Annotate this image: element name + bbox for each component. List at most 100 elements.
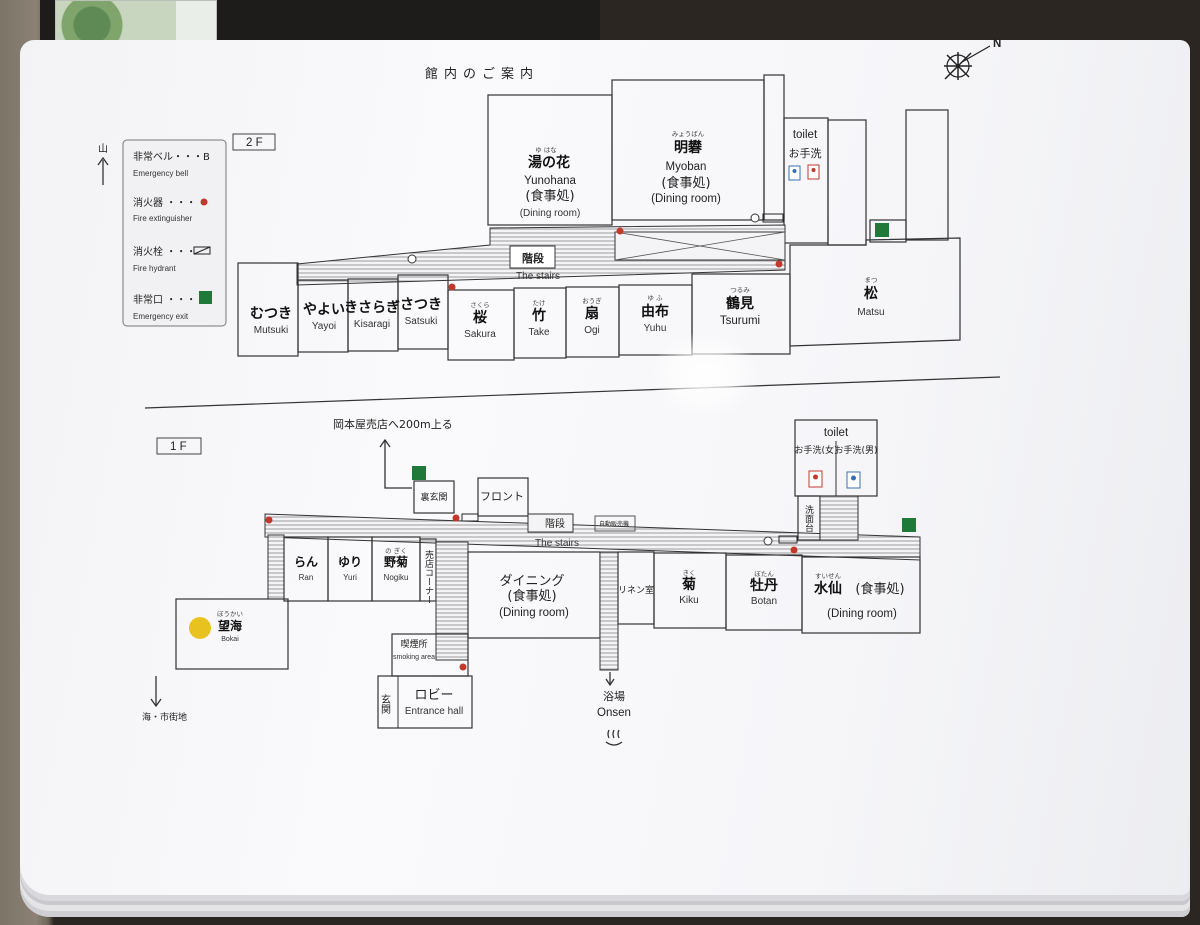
vending-area xyxy=(594,515,636,532)
nogiku-ruby: の ぎく xyxy=(385,546,407,555)
floor-1f-plan xyxy=(175,419,921,729)
sakura-ruby: さくら xyxy=(470,301,490,309)
toilet-1f-en: toilet xyxy=(824,427,849,439)
legend-bell-jp: 非常ベル・・・B xyxy=(133,150,210,163)
legend-extinguisher-en: Fire extinguisher xyxy=(133,214,192,223)
dining-jp: ダイニング xyxy=(499,574,564,589)
arrow-down-icon xyxy=(150,676,162,708)
arrow-down-icon xyxy=(605,672,615,687)
east-wing xyxy=(905,109,949,241)
mountain-label: 山 xyxy=(98,143,108,155)
sakura-jp: 桜 xyxy=(473,309,487,326)
rear-entrance xyxy=(413,480,455,514)
stairs-1f xyxy=(527,513,574,533)
myoban-jp: 明礬 xyxy=(674,139,703,156)
onsen-en: Onsen xyxy=(597,707,631,719)
yuhu-ruby: ゆ ふ xyxy=(647,294,663,302)
legend-emergency-exit: 非常口 ・・・ Emergency exit xyxy=(133,291,212,321)
stairs-2f-jp: 階段 xyxy=(522,251,544,265)
kiku-en: Kiku xyxy=(679,595,698,606)
fire-hydrant-icon xyxy=(762,213,784,223)
botan-en: Botan xyxy=(751,596,777,607)
entrance-hall xyxy=(377,675,473,729)
room-ran xyxy=(283,536,329,602)
smoking-en: smoking area xyxy=(393,654,435,661)
smoking-jp: 喫煙所 xyxy=(400,638,427,650)
legend-exit-en: Emergency exit xyxy=(133,312,189,321)
suisen-en: (Dining room) xyxy=(827,608,897,620)
room-matsu xyxy=(789,237,961,347)
yayoi-jp: やよい xyxy=(303,302,345,318)
restroom-icon xyxy=(788,164,820,181)
floor-divider xyxy=(144,376,1001,409)
kiku-ruby: きく xyxy=(683,569,696,577)
rear-entrance-label: 裏玄関 xyxy=(420,491,447,503)
tsurumi-en: Tsurumi xyxy=(720,315,760,327)
emergency-bell-icon xyxy=(763,536,773,546)
floor-1f-tag xyxy=(156,437,202,455)
take-en: Take xyxy=(528,327,550,338)
ran-en: Ran xyxy=(299,573,314,582)
legend-extinguisher-jp: 消火器 ・・・ xyxy=(133,196,196,209)
legend-exit-jp: 非常口 ・・・ xyxy=(133,293,196,306)
toilet-2f-en: toilet xyxy=(793,129,818,141)
toilet-men-label: お手洗(男) xyxy=(834,444,877,456)
ogi-jp: 扇 xyxy=(585,305,599,322)
legend-box xyxy=(122,139,227,327)
lobby-en: Entrance hall xyxy=(405,706,463,717)
yunohana-sub-en: (Dining room) xyxy=(520,208,581,219)
yayoi-en: Yayoi xyxy=(312,321,336,332)
okamotoya-label: 岡本屋売店へ200m上る xyxy=(333,417,453,431)
shop-corner-label: 売店コーナー xyxy=(423,549,434,604)
vending-label: 自動販売機 xyxy=(599,520,629,528)
legend-hydrant-en: Fire hydrant xyxy=(133,264,176,273)
sakura-en: Sakura xyxy=(464,329,496,340)
yuri-jp: ゆり xyxy=(338,555,362,569)
bokai-jp: 望海 xyxy=(218,618,242,633)
emergency-exit-icon xyxy=(902,518,916,532)
west-corridor xyxy=(267,534,285,600)
ogi-en: Ogi xyxy=(584,325,600,336)
onsen-corridor xyxy=(599,551,619,671)
legend-hydrant-jp: 消火栓 ・・・ xyxy=(133,245,196,258)
central-corridor xyxy=(435,541,469,661)
dining-sub: (食事処) xyxy=(507,588,556,604)
stair-wing xyxy=(827,119,867,246)
mutsuki-jp: むつき xyxy=(250,306,292,322)
kisaragi-en: Kisaragi xyxy=(354,319,390,330)
stairs-2f xyxy=(509,245,556,269)
toilet-2f-jp: お手洗 xyxy=(789,146,822,160)
emergency-exit-icon xyxy=(875,223,889,237)
sea-label: 海・市街地 xyxy=(142,711,187,723)
yunohana-sub: (食事処) xyxy=(525,188,574,204)
legend-fire-hydrant: 消火栓 ・・・ Fire hydrant xyxy=(133,245,211,273)
toilet-corridor xyxy=(819,495,859,541)
fire-extinguisher-icon xyxy=(448,283,456,291)
yuhu-jp: 由布 xyxy=(641,303,669,320)
suisen-sub: (食事処) xyxy=(855,581,904,597)
nogiku-jp: 野菊 xyxy=(384,554,408,569)
bokai-ruby: ぼうかい xyxy=(217,610,243,618)
fire-extinguisher-icon xyxy=(616,227,624,235)
room-bokai xyxy=(175,598,289,670)
lobby-jp: ロビー xyxy=(414,688,453,703)
kiku-jp: 菊 xyxy=(682,576,696,593)
hot-spring-icon xyxy=(605,729,623,746)
myoban-ruby: みょうばん xyxy=(672,129,705,138)
fire-extinguisher-icon xyxy=(459,663,467,671)
front-desk xyxy=(477,477,529,517)
floor-2f-label: 2 F xyxy=(246,137,263,149)
fire-hydrant-icon xyxy=(461,513,479,522)
yunohana-en: Yunohana xyxy=(524,175,576,187)
nogiku-en: Nogiku xyxy=(384,573,409,582)
bokai-en: Bokai xyxy=(221,636,239,643)
fire-extinguisher-icon xyxy=(775,260,783,268)
toilet-women-label: お手洗(女) xyxy=(794,444,837,456)
fire-extinguisher-icon xyxy=(200,198,208,206)
matsu-en: Matsu xyxy=(857,307,884,318)
stairs-1f-en: The stairs xyxy=(535,538,579,549)
take-jp: 竹 xyxy=(531,307,546,324)
matsu-jp: 松 xyxy=(864,285,878,302)
myoban-sub: (食事処) xyxy=(661,175,710,191)
